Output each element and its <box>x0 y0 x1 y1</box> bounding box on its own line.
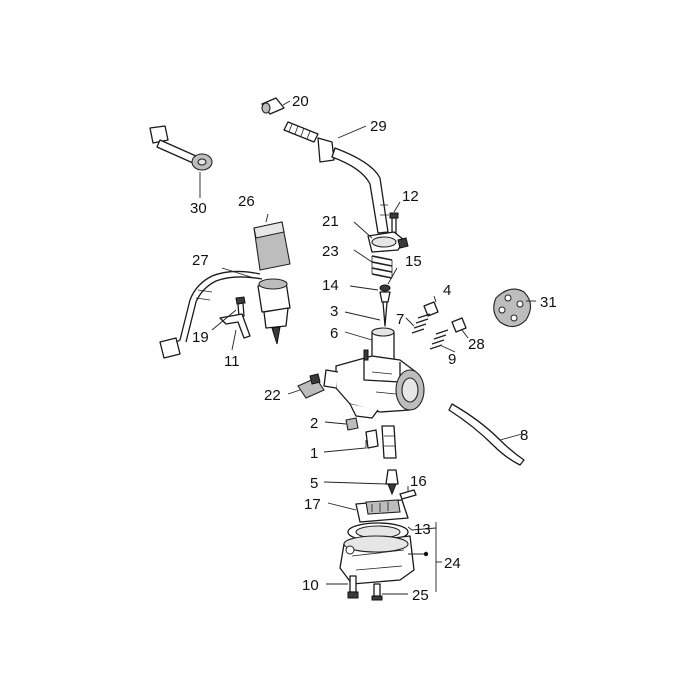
part-21-top-cap <box>367 231 409 253</box>
callout-9: 9 <box>448 351 456 368</box>
callout-16: 16 <box>410 473 427 490</box>
callout-21: 21 <box>322 213 339 230</box>
part-2-jet <box>345 417 359 431</box>
callout-10: 10 <box>302 577 319 594</box>
callout-29: 29 <box>370 118 387 135</box>
part-8-hose <box>448 403 525 466</box>
leader-lines <box>199 100 536 595</box>
callout-17: 17 <box>304 496 321 513</box>
callout-23: 23 <box>322 243 339 260</box>
part-22-clamp <box>297 373 325 399</box>
callout-30: 30 <box>190 200 207 217</box>
callout-31: 31 <box>540 294 557 311</box>
part-25-drain-screw <box>371 583 383 601</box>
callout-15: 15 <box>405 253 422 270</box>
callout-28: 28 <box>468 336 485 353</box>
part-carburetor-body <box>323 349 425 419</box>
callout-6: 6 <box>330 325 338 342</box>
part-31-flange <box>493 288 532 328</box>
callout-19: 19 <box>192 329 209 346</box>
callout-2: 2 <box>310 415 318 432</box>
callout-7: 7 <box>396 311 404 328</box>
callout-13: 13 <box>414 521 431 538</box>
callout-11: 11 <box>224 353 240 370</box>
part-10-screw <box>347 575 359 599</box>
callout-26: 26 <box>238 193 255 210</box>
callout-25: 25 <box>412 587 429 604</box>
part-24-float-bowl <box>339 535 415 585</box>
part-17-float <box>355 499 409 523</box>
part-14-15-needle <box>379 284 391 327</box>
part-30-bolt <box>149 125 213 171</box>
part-23-spring <box>371 255 393 279</box>
part-20-cap <box>261 97 285 115</box>
part-19-screw <box>235 296 246 318</box>
callout-5: 5 <box>310 475 318 492</box>
callout-dot-24 <box>423 551 429 557</box>
part-5-float-needle <box>385 469 399 496</box>
callout-4: 4 <box>443 282 451 299</box>
part-12-screw <box>389 212 399 235</box>
callout-3: 3 <box>330 303 338 320</box>
callout-20: 20 <box>292 93 309 110</box>
part-16-float-pin <box>399 489 417 500</box>
part-4-7-idle-screw <box>411 301 439 334</box>
callout-1: 1 <box>310 445 318 462</box>
part-28-9-mixture-screw <box>429 317 467 350</box>
part-11-bracket <box>219 313 251 339</box>
callout-labels: 20 29 30 12 26 21 23 27 15 14 3 6 4 7 31… <box>190 93 557 604</box>
callout-24: 24 <box>444 555 461 572</box>
callout-27: 27 <box>192 252 209 269</box>
part-26-rubber-cap <box>253 221 291 271</box>
part-1-emulsion-tube <box>365 425 397 459</box>
part-27-electric-choke <box>159 270 291 359</box>
callout-8: 8 <box>520 427 528 444</box>
callout-14: 14 <box>322 277 339 294</box>
callout-12: 12 <box>402 188 419 205</box>
part-29-cable <box>283 121 389 234</box>
callout-22: 22 <box>264 387 281 404</box>
